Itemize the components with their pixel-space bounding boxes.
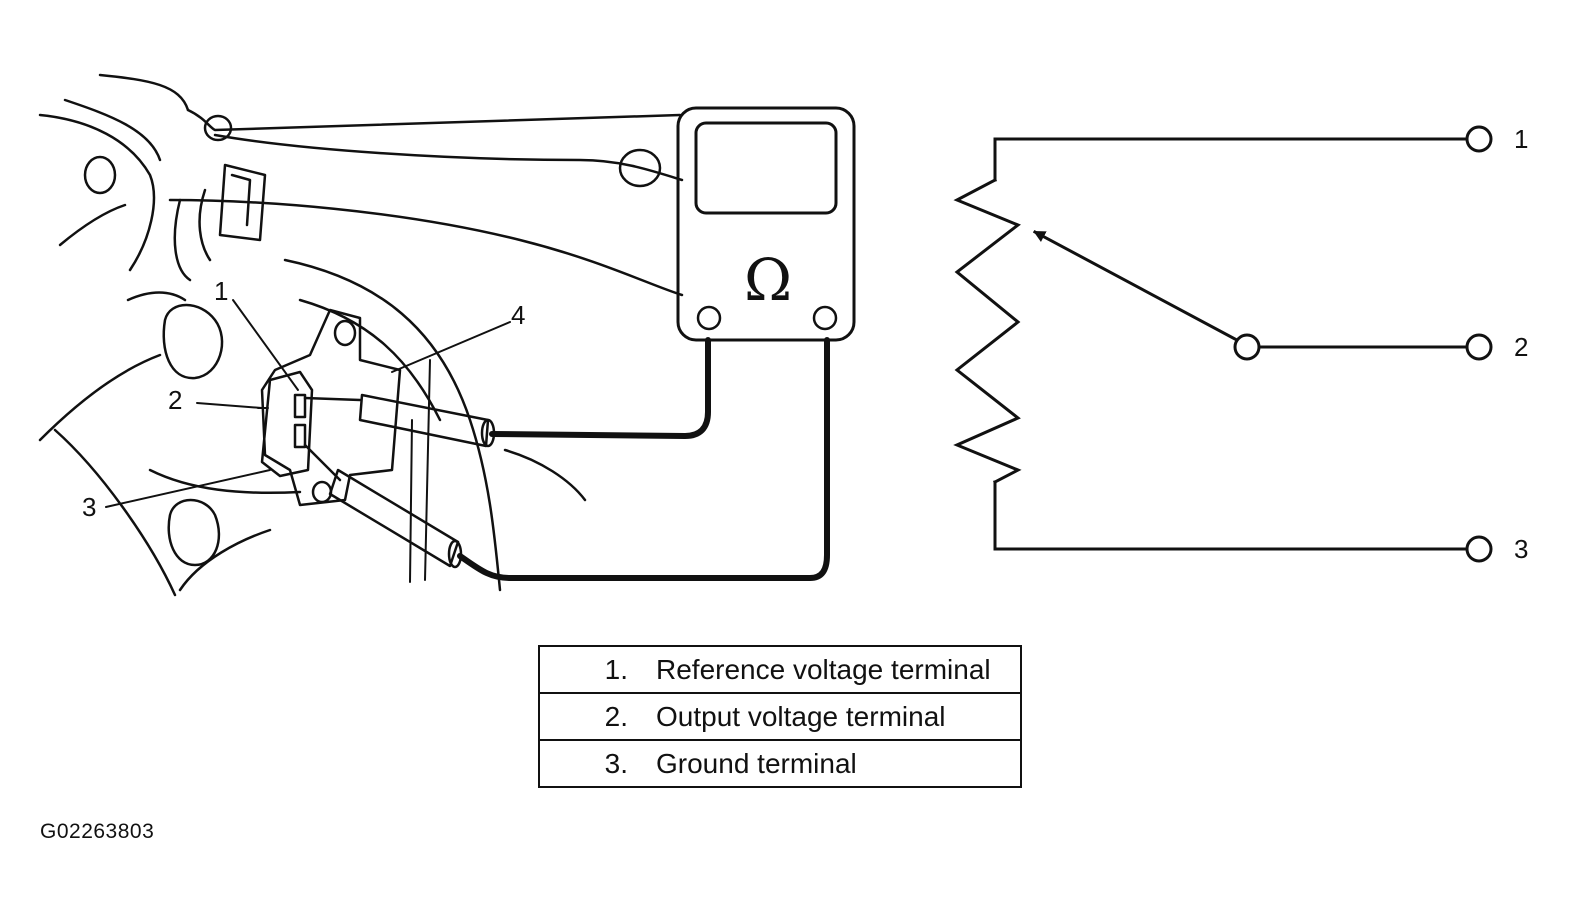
ohm-symbol: Ω	[744, 246, 792, 314]
legend-row-1: 1. Reference voltage terminal	[538, 645, 1022, 694]
terminal-label-2: 2	[1514, 332, 1528, 362]
callout-1: 1	[214, 276, 228, 306]
potentiometer-symbol-icon	[953, 125, 1493, 563]
sensor-drawing-icon	[38, 73, 684, 597]
terminal-label-1: 1	[1514, 124, 1528, 154]
legend-number: 1.	[604, 654, 628, 685]
legend-table: 1. Reference voltage terminal 2. Output vo…	[538, 645, 1022, 788]
legend-text: Output voltage terminal	[656, 701, 946, 732]
legend-number: 3.	[604, 748, 628, 779]
legend-row-2: 2. Output voltage terminal	[538, 692, 1022, 741]
callout-4: 4	[511, 300, 525, 330]
legend-text: Reference voltage terminal	[656, 654, 991, 685]
legend-number: 2.	[604, 701, 628, 732]
terminal-label-3: 3	[1514, 534, 1528, 564]
legend-text: Ground terminal	[656, 748, 857, 779]
callout-2: 2	[168, 385, 182, 415]
figure-id: G02263803	[40, 820, 155, 843]
callout-3: 3	[82, 492, 96, 522]
legend-row-3: 3. Ground terminal	[538, 739, 1022, 788]
ohmmeter-icon	[457, 106, 856, 581]
